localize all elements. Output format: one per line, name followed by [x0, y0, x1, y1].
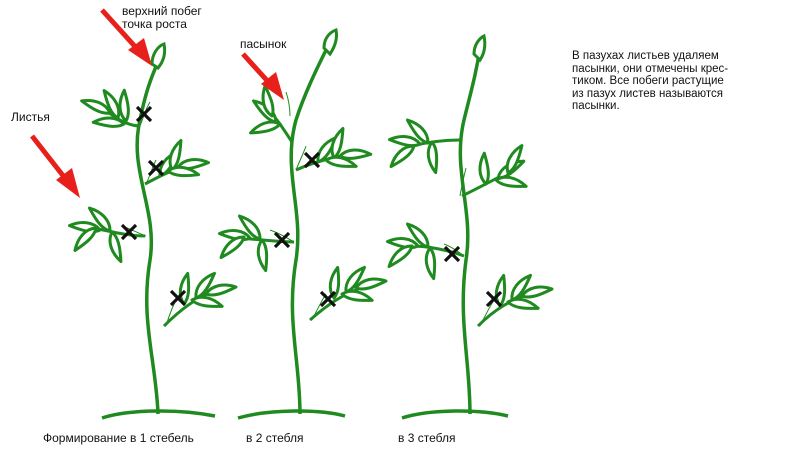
caption-three-stems: в 3 стебля [398, 431, 456, 445]
note-line: тиком. Все побеги растущие [572, 75, 724, 87]
stepson-label: пасынок [240, 37, 287, 51]
red-arrow-icon [241, 52, 284, 100]
plant-three-stems [385, 33, 554, 420]
note-line: из пазух листев называются [572, 87, 723, 100]
leaves-label: Листья [11, 110, 50, 124]
plant-two-stems [217, 28, 388, 420]
red-arrow-icon [100, 8, 152, 66]
note-line: В пазухах листьев удаляем [572, 50, 719, 62]
top-shoot-label: верхний побег точка роста [122, 4, 202, 31]
note-line: пасынки, они отмечены крес- [572, 62, 729, 75]
explanation-note: В пазухах листьев удаляем пасынки, они о… [572, 50, 792, 113]
note-line: пасынки. [572, 100, 620, 112]
plant-one-stem [67, 42, 238, 420]
red-arrow-icon [30, 134, 80, 198]
caption-two-stems: в 2 стебля [246, 431, 304, 445]
caption-one-stem: Формирование в 1 стебель [43, 431, 194, 445]
cross-mark-icon [120, 223, 138, 241]
